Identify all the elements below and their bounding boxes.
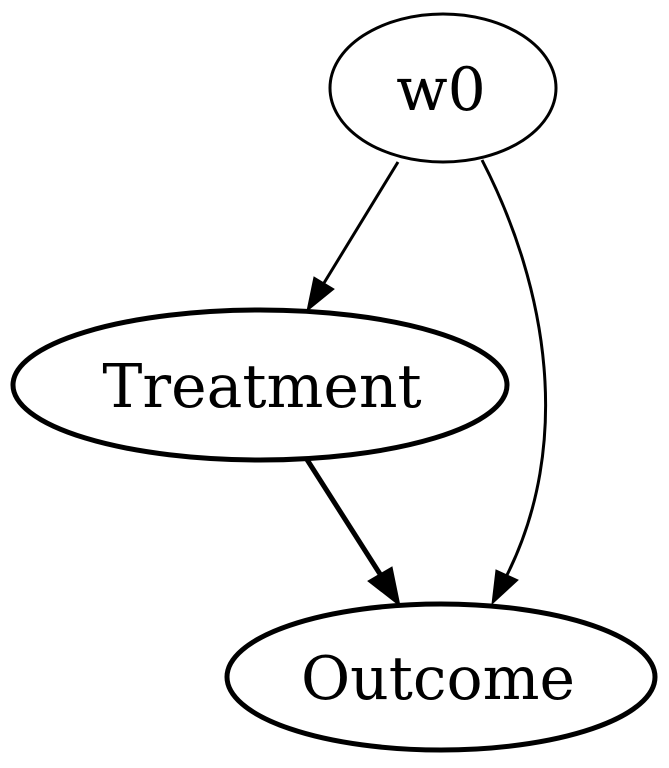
arrowhead-w0-to-outcome-icon: [491, 569, 519, 606]
node-labels: w0 Treatment Outcome: [102, 55, 575, 714]
node-w0: [328, 12, 558, 164]
node-treatment: [10, 307, 510, 463]
node-w0-ellipse: [328, 12, 558, 164]
node-treatment-ellipse: [10, 307, 510, 463]
node-treatment-label: Treatment: [102, 352, 421, 422]
dag-root: w0 Treatment Outcome: [10, 12, 658, 753]
edge-treatment-to-outcome: [303, 456, 383, 576]
arrowhead-treatment-to-outcome-icon: [367, 566, 401, 608]
arrowhead-w0-to-treatment-icon: [306, 276, 335, 313]
node-w0-label: w0: [396, 55, 486, 125]
node-outcome-label: Outcome: [301, 644, 575, 714]
edges-layer: [303, 159, 548, 576]
edge-w0-to-outcome: [480, 159, 548, 576]
arrowheads-layer: [306, 276, 519, 608]
node-outcome: [224, 601, 658, 753]
node-outcome-ellipse: [224, 601, 658, 753]
edge-w0-to-treatment: [322, 161, 400, 284]
nodes-layer: w0 Treatment Outcome: [10, 12, 658, 753]
